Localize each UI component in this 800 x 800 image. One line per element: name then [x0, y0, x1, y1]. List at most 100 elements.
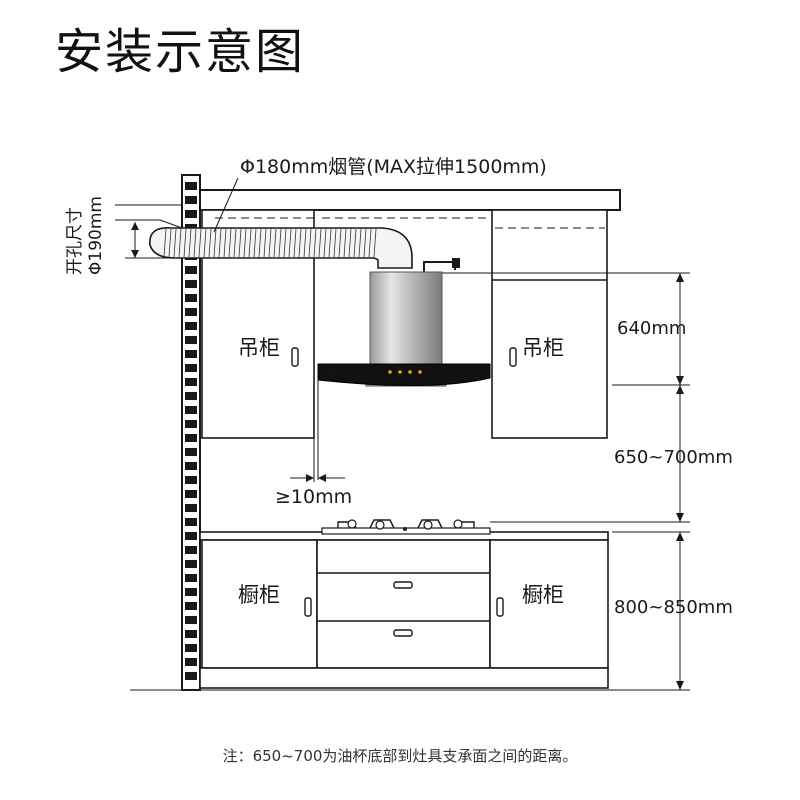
dim-counter-height: 800~850mm	[614, 597, 733, 618]
brick	[185, 322, 197, 330]
duct-rib	[218, 228, 222, 258]
duct-rib	[303, 228, 307, 258]
lower-cabinet-left	[201, 539, 318, 669]
duct-rib	[163, 228, 167, 258]
duct-rib	[193, 228, 197, 258]
duct-rib	[223, 228, 227, 258]
brick	[185, 616, 197, 624]
duct-rib	[333, 228, 337, 258]
dim-hood-height: 640mm	[617, 318, 686, 339]
burner-knob-icon	[347, 519, 357, 529]
brick	[185, 462, 197, 470]
duct-rib	[188, 228, 192, 258]
hood-light-icon	[408, 370, 412, 374]
duct-rib	[258, 228, 262, 258]
wall-bricks	[185, 182, 197, 680]
duct-rib	[233, 228, 237, 258]
duct-rib	[203, 228, 207, 258]
duct-rib	[293, 228, 297, 258]
duct-rib	[238, 228, 242, 258]
cabinet-handle-icon	[496, 597, 504, 617]
brick	[185, 602, 197, 610]
brick	[185, 308, 197, 316]
duct-rib	[168, 228, 172, 258]
duct-rib	[358, 228, 362, 258]
brick	[185, 546, 197, 554]
burner-knob-icon	[453, 519, 463, 529]
gas-stove	[321, 519, 491, 535]
drawer-handle-icon	[393, 581, 413, 589]
brick	[185, 294, 197, 302]
dimension-lines	[442, 272, 690, 690]
dim-hood-to-stove: 650~700mm	[614, 447, 733, 468]
brick	[185, 378, 197, 386]
brick	[185, 518, 197, 526]
duct-rib	[178, 228, 182, 258]
duct-rib	[328, 228, 332, 258]
lower-cabinet-left-label: 橱柜	[238, 583, 280, 607]
brick	[185, 392, 197, 400]
hole-size-title: 开孔尺寸	[65, 207, 85, 275]
duct-rib	[373, 228, 377, 258]
duct-rib	[318, 228, 322, 258]
brick	[185, 406, 197, 414]
duct-rib	[268, 228, 272, 258]
drawer-handle-icon	[393, 629, 413, 637]
brick	[185, 210, 197, 218]
wall-opening	[115, 204, 183, 259]
footnote: 注：650~700为油杯底部到灶具支承面之间的距离。	[222, 747, 578, 765]
brick	[185, 574, 197, 582]
brick	[185, 504, 197, 512]
hood-light-icon	[418, 370, 422, 374]
lower-cabinet-right	[489, 539, 609, 669]
hood-light-icon	[388, 370, 392, 374]
brick	[185, 420, 197, 428]
brick	[185, 266, 197, 274]
duct-rib	[308, 228, 312, 258]
duct-rib	[283, 228, 287, 258]
brick	[185, 560, 197, 568]
duct-rib	[198, 228, 202, 258]
duct-rib	[243, 228, 247, 258]
drawer-stack	[316, 539, 491, 669]
cabinet-handle-icon	[291, 347, 299, 367]
brick	[185, 350, 197, 358]
burner-knob-icon	[423, 520, 433, 530]
brick	[185, 196, 197, 204]
brick	[185, 490, 197, 498]
duct-rib	[183, 228, 187, 258]
brick	[185, 630, 197, 638]
brick	[185, 476, 197, 484]
duct-rib	[363, 228, 367, 258]
duct-rib	[213, 228, 217, 258]
duct-ribs	[163, 228, 377, 258]
cabinet-plinth	[199, 667, 609, 689]
duct-rib	[273, 228, 277, 258]
gap-label: ≥10mm	[275, 486, 352, 508]
upper-cabinet-right-label: 吊柜	[522, 336, 564, 360]
brick	[185, 448, 197, 456]
brick	[185, 644, 197, 652]
brick	[185, 658, 197, 666]
brick	[185, 672, 197, 680]
duct-rib	[263, 228, 267, 258]
duct-rib	[368, 228, 372, 258]
brick	[185, 532, 197, 540]
range-hood: 方太	[317, 258, 491, 387]
burner-knob-icon	[375, 520, 385, 530]
duct-rib	[353, 228, 357, 258]
wall	[181, 174, 201, 691]
duct-rib	[228, 228, 232, 258]
brick	[185, 364, 197, 372]
duct-rib	[298, 228, 302, 258]
duct-rib	[323, 228, 327, 258]
duct-label: Φ180mm烟管(MAX拉伸1500mm)	[240, 156, 547, 178]
brick	[185, 182, 197, 190]
duct-rib	[348, 228, 352, 258]
duct-rib	[288, 228, 292, 258]
cabinet-handle-icon	[509, 347, 517, 367]
brick	[185, 280, 197, 288]
lower-cabinet-right-label: 橱柜	[522, 583, 564, 607]
duct-rib	[248, 228, 252, 258]
